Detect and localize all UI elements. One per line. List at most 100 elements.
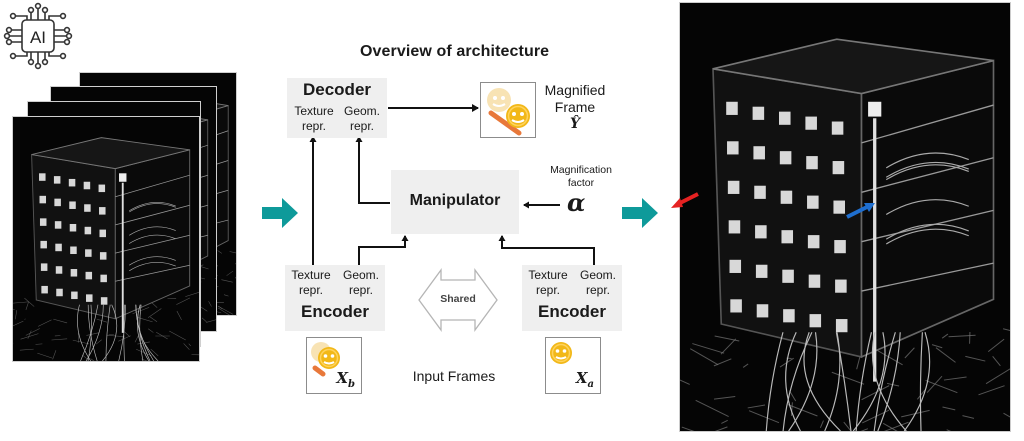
marker-square [68, 178, 76, 187]
marker-square [832, 161, 845, 175]
marker-square [729, 259, 742, 273]
input-frame-b-thumbnail: Xb [306, 337, 362, 394]
floor-texture [948, 334, 976, 338]
cable [871, 332, 907, 431]
marker-square [54, 198, 61, 207]
ai-chip-icon: AI [2, 2, 74, 72]
floor-texture [13, 320, 24, 327]
input-frame-a-thumbnail: Xa [545, 337, 601, 394]
double-arrow-icon [418, 268, 498, 332]
cable [129, 256, 176, 266]
floor-texture [234, 277, 236, 279]
encoder-a-texture-repr: Texture repr. [522, 268, 574, 298]
repr-line: Texture [528, 268, 568, 282]
floor-texture [188, 343, 191, 347]
floor-texture [37, 352, 53, 359]
encoder-b-to-manipulator-arrow [358, 235, 409, 267]
face-icon [506, 104, 530, 128]
cable [885, 161, 969, 178]
encoder-a-to-manipulator-arrow [498, 235, 595, 267]
manipulator-title: Manipulator [409, 192, 501, 209]
input-frame-photo [13, 117, 199, 361]
repr-line: Geom. [579, 268, 616, 282]
floor-texture [925, 379, 958, 394]
marker-square [85, 271, 93, 280]
floor-texture [962, 415, 975, 419]
magnified-frame-label: Magnified Frame Ŷ [537, 82, 613, 133]
repr-line: Texture [294, 104, 334, 118]
marker-square [727, 141, 739, 155]
label-line: Magnified [544, 82, 606, 98]
floor-texture [86, 332, 100, 336]
floor-texture [217, 250, 222, 254]
floor-texture [217, 305, 234, 315]
cable [785, 331, 801, 431]
marker-square [726, 101, 738, 115]
cable [135, 304, 151, 361]
cable [129, 203, 176, 213]
rig-top [31, 137, 190, 170]
floor-texture [150, 348, 159, 357]
floor-texture [206, 319, 216, 323]
floor-texture [52, 350, 57, 360]
floor-texture [90, 358, 95, 361]
cable [129, 201, 176, 212]
floor-texture [148, 328, 154, 333]
frame-bar [115, 234, 190, 254]
cable [87, 304, 92, 361]
marker-square [39, 195, 47, 204]
symbol: X [336, 369, 348, 387]
cable [885, 223, 969, 240]
floor-texture [720, 338, 737, 355]
cable [118, 304, 126, 361]
cable [855, 332, 872, 431]
repr-line: repr. [535, 283, 560, 297]
encoder-b-texture-repr: Texture repr. [285, 268, 337, 298]
floor-texture [965, 355, 986, 362]
marker-square [809, 314, 822, 328]
floor-texture [916, 389, 926, 400]
marker-square [727, 180, 740, 194]
floor-texture [19, 348, 34, 351]
marker-square [100, 297, 108, 305]
floor-texture [20, 333, 39, 340]
marker-square [782, 269, 794, 283]
floor-texture [1002, 328, 1010, 331]
marker-square [781, 230, 794, 244]
decoder-title: Decoder [302, 80, 372, 99]
cable [87, 304, 98, 361]
manipulator-block: Manipulator [391, 170, 519, 234]
floor-texture [747, 404, 766, 409]
marker-square [835, 279, 847, 293]
floor-texture [748, 410, 780, 424]
floor-texture [156, 332, 168, 340]
floor-texture [713, 358, 732, 367]
floor-texture [831, 371, 865, 385]
input-flow-arrow [262, 198, 298, 228]
floor-texture [226, 270, 234, 276]
marker-square [756, 304, 769, 318]
floor-texture [53, 318, 68, 324]
floor-texture [169, 330, 186, 341]
floor-texture [38, 319, 52, 327]
marker-square [831, 121, 844, 135]
marker-square [755, 264, 768, 278]
floor-texture [106, 334, 124, 337]
floor-texture [229, 251, 236, 254]
decoder-geometry-repr: Geom. repr. [339, 104, 385, 134]
floor-texture [942, 406, 956, 411]
floor-texture [987, 338, 1005, 353]
floor-texture [118, 335, 131, 342]
shared-label: Shared [440, 293, 476, 305]
cable [919, 332, 923, 431]
floor-texture [136, 348, 152, 357]
floor-texture [15, 310, 18, 320]
floor-texture [132, 307, 150, 315]
marker-square [99, 252, 107, 260]
marker-square [85, 249, 92, 257]
magnified-output-photo [679, 2, 1011, 432]
marker-square [806, 156, 818, 170]
floor-texture [931, 344, 943, 349]
sensor-head [868, 101, 882, 117]
repr-line: repr. [348, 283, 373, 297]
